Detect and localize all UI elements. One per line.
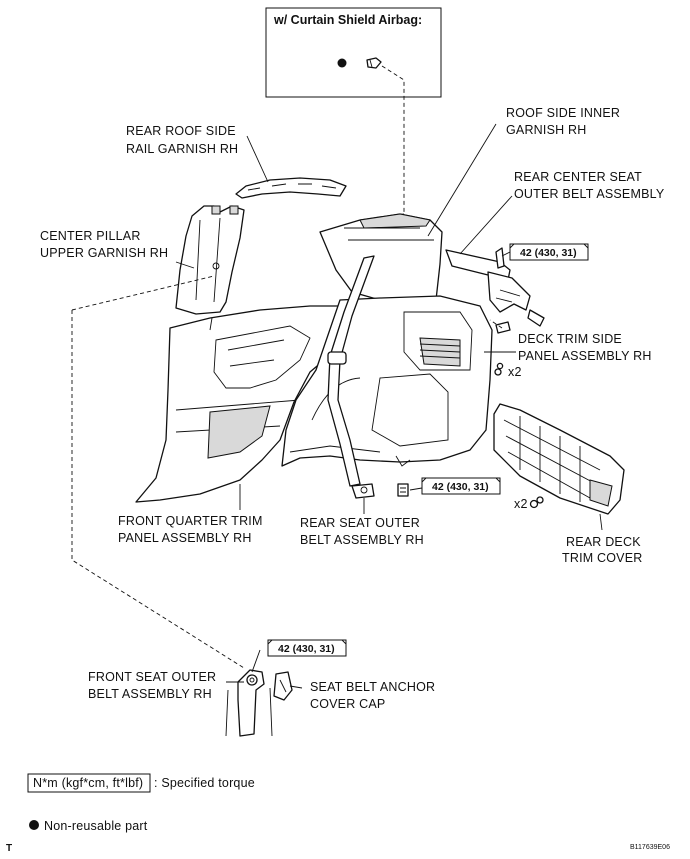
front-quarter-trim-panel [135,305,353,503]
rear-deck-trim-cover [493,403,625,515]
legend-nonreusable: Non-reusable part [29,819,148,833]
legend-torque: N*m (kgf*cm, ft*lbf) : Specified torque [27,773,255,793]
leader-torque-2 [409,487,423,491]
airbag-inset-box [265,7,442,98]
label-rear-seat-outer-2: BELT ASSEMBLY RH [300,533,424,547]
torque-rear-center: 42 (430, 31) [520,247,577,259]
nonreusable-marker-icon [337,58,347,68]
anchor-cover-cap-icon [273,671,293,701]
nonreusable-legend-icon [29,820,39,830]
leader-torque-1 [501,251,511,257]
label-front-seat-outer-1: FRONT SEAT OUTER [88,670,216,684]
leader-torque-3 [251,649,261,673]
label-anchor-cap-1: SEAT BELT ANCHOR [310,680,435,694]
leader-rear-center-seat [459,195,513,255]
label-x2-upper: x2 [508,365,522,379]
leader-rear-roof-side [246,135,269,183]
label-rear-deck-trim-2: TRIM COVER [562,551,642,565]
label-roof-side-inner-2: GARNISH RH [506,123,586,137]
label-rear-deck-trim-1: REAR DECK [566,535,641,549]
torque-box-rear-center: 42 (430, 31) [509,243,589,261]
rear-seat-outer-belt [327,255,375,499]
legend-nonreusable-text: Non-reusable part [44,819,148,833]
legend-torque-desc: : Specified torque [154,776,255,790]
label-front-quarter-2: PANEL ASSEMBLY RH [118,531,252,545]
label-rear-roof-side-2: RAIL GARNISH RH [126,142,238,156]
leader-roof-side-inner [427,123,497,237]
torque-front-seat: 42 (430, 31) [278,643,335,655]
clip-icon [529,496,544,509]
clip-icon [366,57,382,69]
airbag-inset-title: w/ Curtain Shield Airbag: [273,13,422,27]
bolt-icon [495,321,511,334]
leader-rear-deck-trim [599,513,603,531]
label-center-pillar-1: CENTER PILLAR [40,229,141,243]
torque-box-rear-seat: 42 (430, 31) [421,477,501,495]
clip-icon [494,362,504,376]
torque-rear-seat: 42 (430, 31) [432,481,489,493]
legend-torque-unit: N*m (kgf*cm, ft*lbf) [33,776,143,790]
guide-bolt [489,319,503,329]
figure-id: B117639E06 [630,844,670,851]
center-pillar-upper-garnish [175,205,245,315]
label-x2-lower: x2 [514,497,528,511]
label-deck-trim-side-1: DECK TRIM SIDE [518,332,622,346]
torque-box-front-seat: 42 (430, 31) [267,639,347,657]
label-front-seat-outer-2: BELT ASSEMBLY RH [88,687,212,701]
label-rear-center-seat-2: OUTER BELT ASSEMBLY [514,187,665,201]
label-roof-side-inner-1: ROOF SIDE INNER [506,106,620,120]
label-rear-seat-outer-1: REAR SEAT OUTER [300,516,420,530]
guide-front-anchor [71,310,245,669]
airbag-clip-guide [381,65,405,214]
label-front-quarter-1: FRONT QUARTER TRIM [118,514,263,528]
leader-anchor-cap [289,685,303,689]
bolt-icon [397,483,409,497]
label-center-pillar-2: UPPER GARNISH RH [40,246,168,260]
guide-pillar [71,275,215,311]
leader-center-pillar [175,261,195,269]
label-rear-roof-side-1: REAR ROOF SIDE [126,124,236,138]
roof-side-inner-garnish [319,213,443,301]
rear-center-seat-belt [445,247,545,327]
label-anchor-cap-2: COVER CAP [310,697,385,711]
front-seat-outer-belt-anchor [225,669,273,737]
rear-roof-side-rail-garnish [235,177,347,199]
corner-mark: T [6,843,12,854]
label-rear-center-seat-1: REAR CENTER SEAT [514,170,642,184]
label-deck-trim-side-2: PANEL ASSEMBLY RH [518,349,652,363]
